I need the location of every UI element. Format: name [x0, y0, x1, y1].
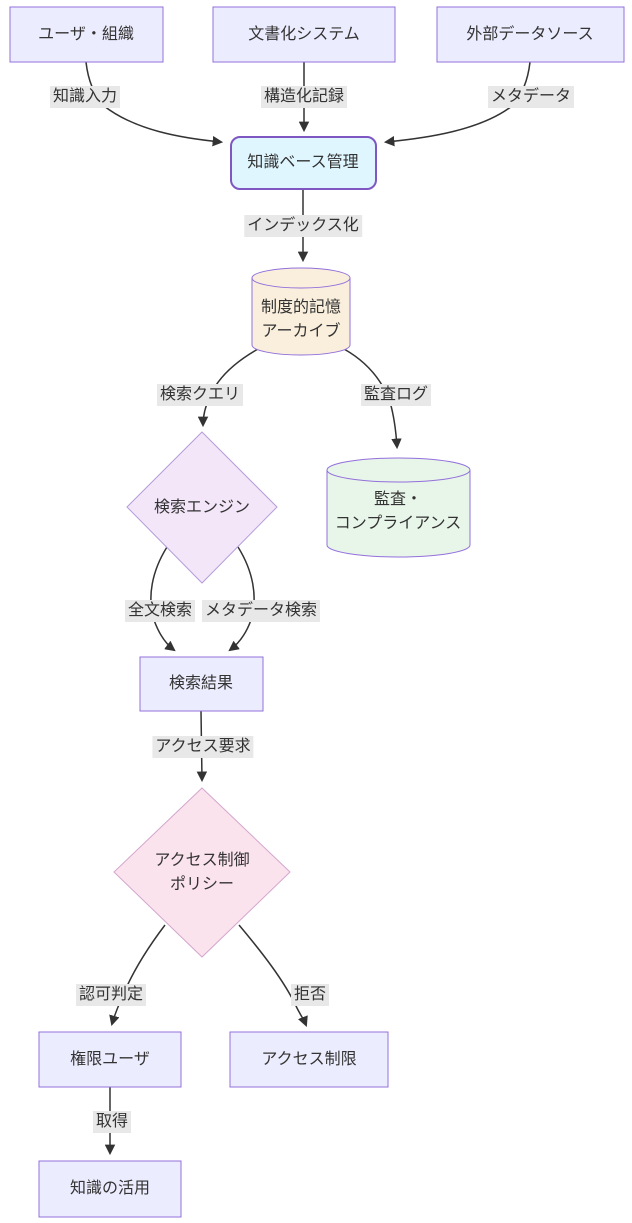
- node-knowledge-use-box: [38, 1160, 182, 1218]
- node-memory-archive-rim: [251, 277, 351, 289]
- edge-label-audit-log: 監査ログ: [360, 384, 432, 406]
- node-external-source-box: [436, 6, 625, 63]
- node-access-policy-diamond: [113, 787, 291, 958]
- node-access-restricted-label: アクセス制限: [261, 1051, 357, 1068]
- node-authorized-user-box: [38, 1031, 182, 1088]
- edge-label-search-query: 検索クエリ: [156, 384, 244, 406]
- node-memory-archive-label: 制度的記憶 アーカイブ: [260, 299, 342, 340]
- node-authorized-user-label: 権限ユーザ: [70, 1051, 150, 1068]
- node-access-restricted-box: [229, 1031, 389, 1088]
- edge-fulltext-search: [150, 546, 176, 652]
- node-doc-system-label: 文書化システム: [248, 26, 360, 43]
- node-kb-management-box: [230, 136, 377, 190]
- edge-label-authorization: 認可判定: [75, 984, 147, 1006]
- node-kb-management-label: 知識ベース管理: [247, 154, 359, 171]
- node-user-org-box: [9, 6, 164, 63]
- node-audit-compliance-label: 監査・ コンプライアンス: [334, 491, 462, 532]
- node-user-org-label: ユーザ・組織: [38, 26, 134, 43]
- edge-label-metadata-search: メタデータ検索: [201, 600, 321, 622]
- edge-knowledge-input: [85, 61, 224, 147]
- edge-label-indexing: インデックス化: [244, 215, 362, 237]
- node-knowledge-use-label: 知識の活用: [69, 1180, 151, 1197]
- node-search-engine-label: 検索エンジン: [153, 499, 251, 516]
- edge-label-knowledge-input: 知識入力: [49, 86, 121, 108]
- edge-deny: [238, 924, 308, 1027]
- node-access-policy-label: アクセス制御 ポリシー: [154, 852, 250, 893]
- node-external-source-label: 外部データソース: [466, 26, 594, 43]
- node-memory-archive-cylinder: [251, 267, 351, 356]
- edge-label-metadata: メタデータ: [487, 86, 575, 108]
- edge-label-structured-record: 構造化記録: [260, 86, 348, 108]
- edge-label-fulltext-search: 全文検索: [124, 600, 196, 622]
- node-search-engine-diamond: [126, 431, 278, 584]
- edge-label-access-request: アクセス要求: [152, 736, 254, 758]
- node-audit-compliance-cylinder: [326, 457, 471, 558]
- node-search-results-label: 検索結果: [168, 675, 234, 692]
- edge-label-deny: 拒否: [290, 984, 330, 1006]
- edge-metadata: [383, 61, 531, 147]
- edge-metadata-search: [228, 546, 255, 652]
- node-doc-system-box: [212, 6, 396, 63]
- node-search-results-box: [139, 656, 264, 712]
- edge-authorization: [109, 924, 166, 1027]
- node-audit-compliance-rim: [326, 469, 471, 483]
- edge-label-retrieve: 取得: [92, 1111, 132, 1133]
